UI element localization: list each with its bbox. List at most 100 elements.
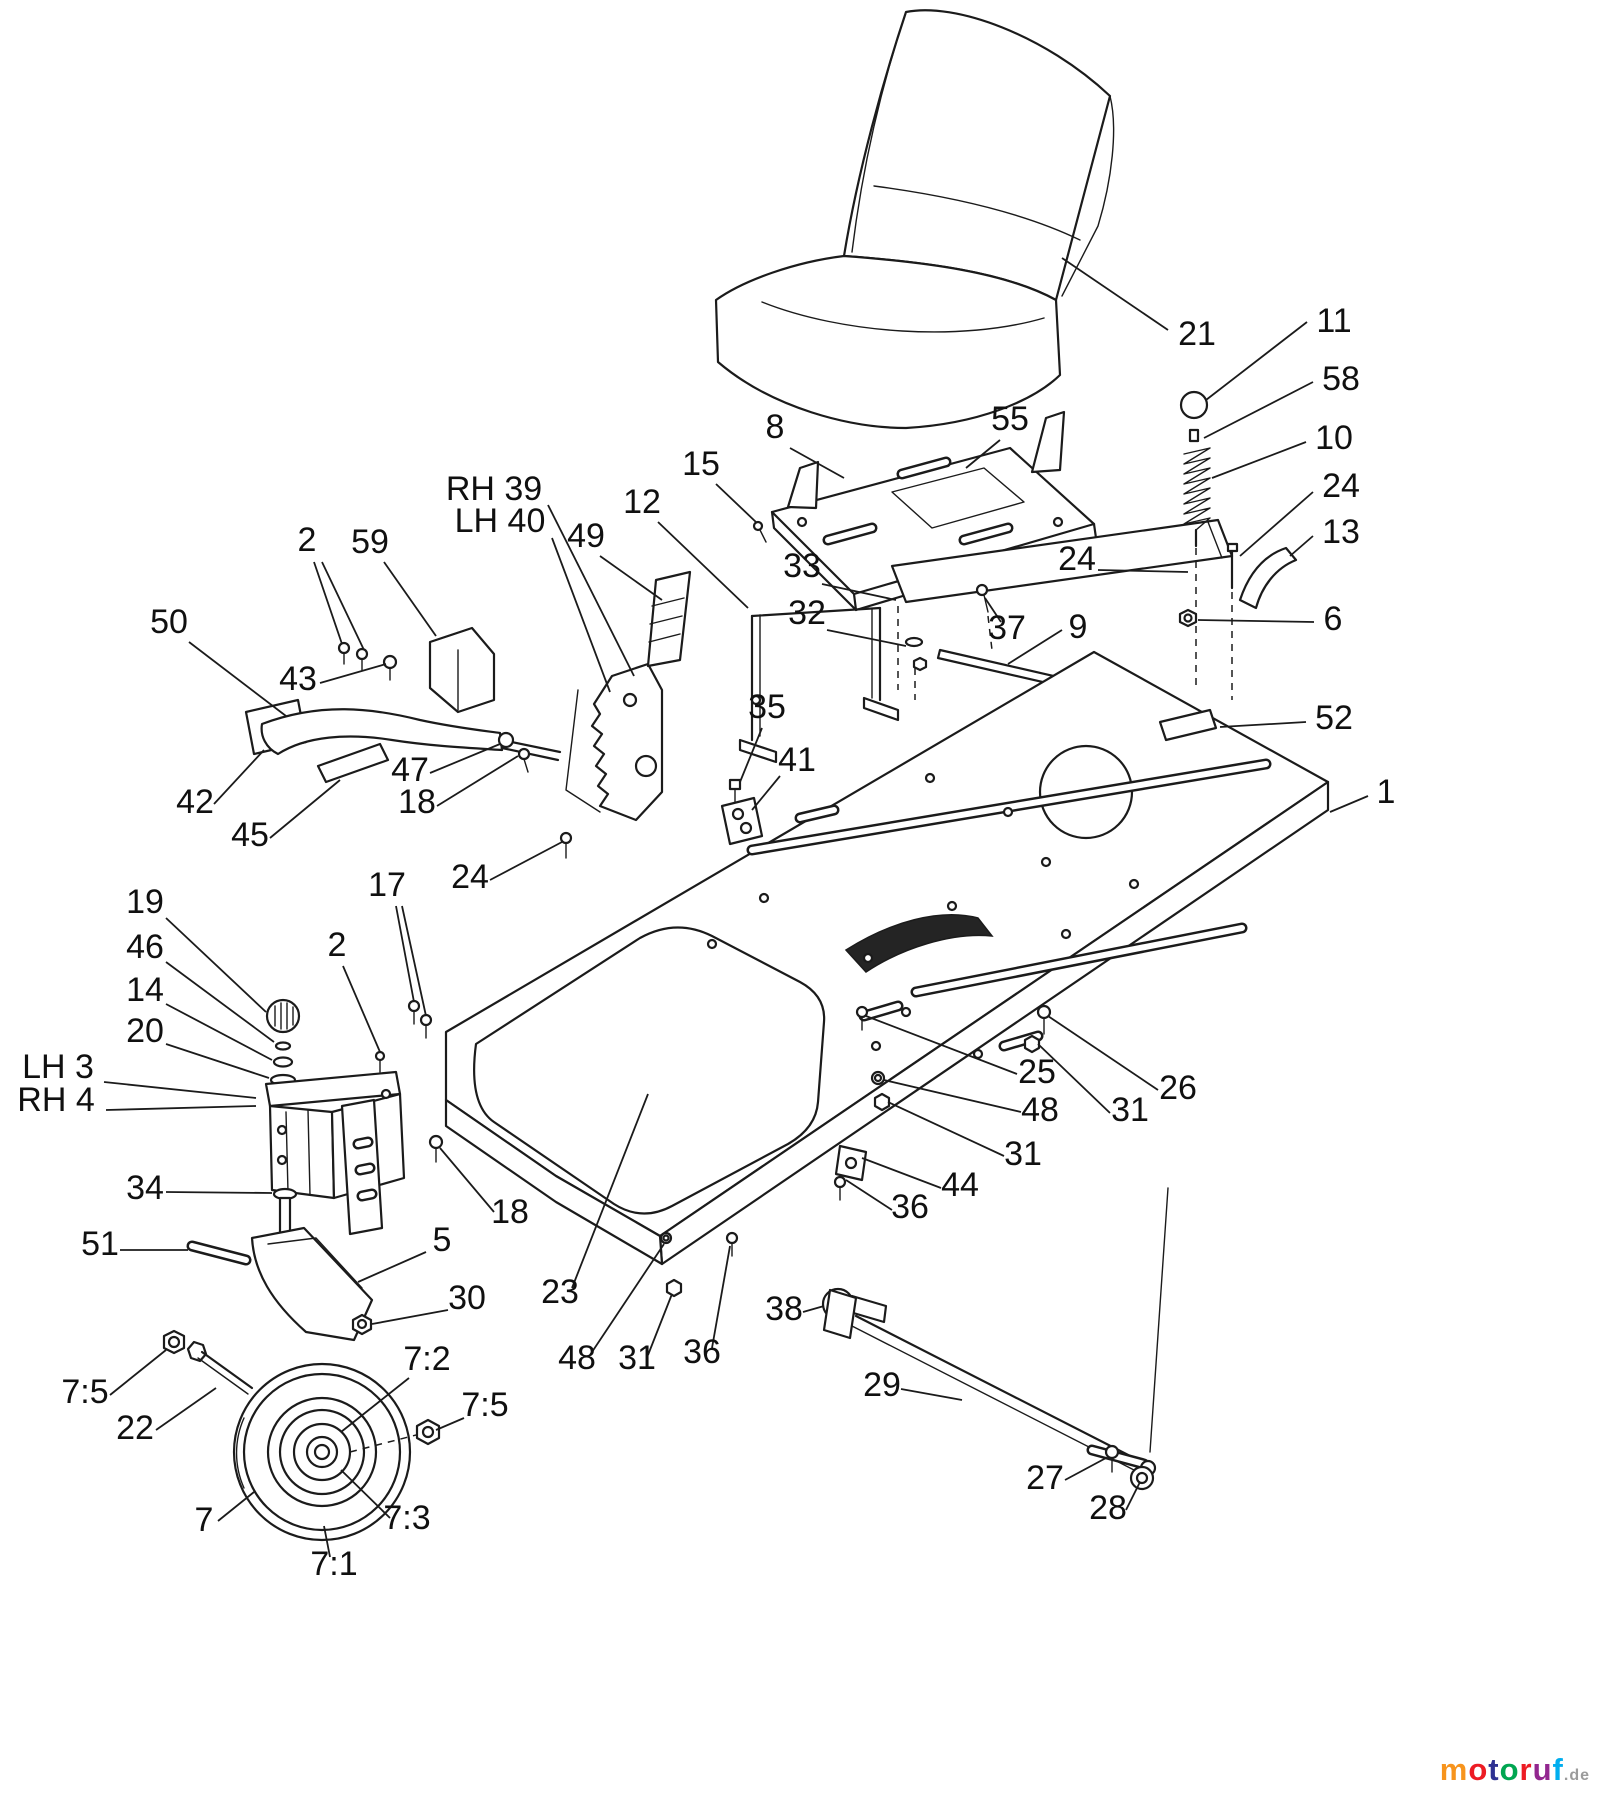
part-number-label: LH 3 [22, 1048, 94, 1086]
nut-7-5-right [415, 1418, 441, 1446]
watermark-letter: o [1499, 1752, 1520, 1787]
part-number-label: 17 [368, 866, 406, 904]
part-number-label: 12 [623, 483, 661, 521]
axle-bolt-22 [186, 1340, 254, 1395]
part-number-label: 32 [788, 594, 826, 632]
watermark-word: motoruf [1440, 1752, 1564, 1787]
screws-2-43 [337, 641, 398, 681]
part-number-label: 25 [1018, 1053, 1056, 1091]
screws-17 [407, 999, 433, 1039]
leader-line [323, 1525, 331, 1558]
leader-line [1061, 257, 1169, 331]
leader-line [357, 1251, 427, 1283]
leader-line [1064, 1457, 1107, 1481]
pad-45 [316, 742, 390, 784]
part-number-label: 30 [448, 1279, 486, 1317]
leader-line [429, 743, 501, 774]
part-number-label: 18 [398, 783, 436, 821]
part-number-label: 7:5 [461, 1386, 508, 1424]
leader-line [1125, 1481, 1141, 1511]
pedal-arm-50 [260, 708, 504, 756]
part-number-label: 18 [491, 1193, 529, 1231]
part-number-label: 31 [1111, 1091, 1149, 1129]
part-number-label: 7:5 [61, 1373, 108, 1411]
watermark: motoruf.de [1440, 1752, 1590, 1788]
part-number-label: 41 [778, 741, 816, 779]
leader-line [165, 1191, 273, 1194]
leader-line [571, 1093, 649, 1289]
leader-line [217, 1491, 255, 1522]
part-number-label: RH 39 [446, 470, 542, 508]
part-number-label: 31 [618, 1339, 656, 1377]
leader-line [103, 1081, 257, 1099]
center-shadow [844, 914, 994, 973]
part-number-label: 20 [126, 1012, 164, 1050]
rear-spring-group [1178, 390, 1298, 700]
leader-line [165, 1043, 270, 1079]
leader-line [984, 597, 1002, 623]
part-number-label: 55 [991, 400, 1029, 438]
leader-line [647, 1293, 673, 1356]
leader-line [739, 727, 763, 783]
part-number-label: 48 [1021, 1091, 1059, 1129]
leader-line [188, 641, 287, 717]
leader-line [439, 1147, 495, 1213]
washer-46 [274, 1041, 292, 1051]
bolt-6 [1178, 608, 1198, 628]
leader-line [342, 965, 381, 1053]
flange-nut-28 [1129, 1465, 1155, 1491]
bolt-26 [1036, 1004, 1052, 1035]
leader-line [845, 1179, 893, 1211]
leader-line [599, 555, 663, 601]
part-number-label: 37 [988, 609, 1026, 647]
part-number-label: 15 [682, 445, 720, 483]
part-number-label: 36 [891, 1188, 929, 1226]
leader-line [865, 1015, 1018, 1075]
leader-line [1203, 381, 1314, 439]
leader-line [551, 537, 611, 693]
part-number-label: 31 [1004, 1135, 1042, 1173]
part-number-label: 1 [1377, 773, 1396, 811]
part-number-label: 48 [558, 1339, 596, 1377]
bolt-25 [855, 1005, 869, 1031]
caster-fork-5 [250, 1226, 374, 1342]
part-number-label: 58 [1322, 360, 1360, 398]
bolt-37 [975, 583, 993, 651]
leader-line [887, 1101, 1005, 1157]
part-number-label: 36 [683, 1333, 721, 1371]
leader-line [1219, 721, 1307, 728]
leader-line [1037, 1043, 1111, 1114]
watermark-letter: u [1532, 1752, 1553, 1787]
part-number-label: 33 [783, 547, 821, 585]
leader-line [319, 663, 387, 684]
bracket-59 [428, 626, 496, 714]
nut-31-front [665, 1278, 683, 1298]
part-number-label: 26 [1159, 1069, 1197, 1107]
part-number-label: 14 [126, 971, 164, 1009]
leader-line [1329, 795, 1369, 813]
bolt-18-lower [428, 1134, 444, 1163]
part-number-label: 24 [1058, 540, 1096, 578]
part-number-label: LH 40 [455, 502, 546, 540]
leader-line [1205, 321, 1308, 401]
sector-plates-39-40 [559, 570, 692, 859]
bolt-36-right [833, 1175, 847, 1201]
leader-line [802, 1305, 825, 1313]
leader-line [900, 1388, 963, 1401]
leader-line [165, 961, 275, 1043]
nut-31-mid [873, 1092, 891, 1112]
nut-30 [351, 1313, 373, 1336]
watermark-letter: t [1488, 1752, 1500, 1787]
leader-line [821, 583, 897, 601]
part-number-label: 27 [1026, 1459, 1064, 1497]
leader-line [213, 749, 265, 805]
bolt-36-front [725, 1231, 739, 1257]
bolt-24-lower [559, 831, 573, 859]
leader-line [826, 629, 907, 647]
leader-line [711, 1245, 731, 1349]
leader-line [340, 1469, 391, 1519]
leader-line [965, 439, 1001, 469]
part-number-label: 21 [1178, 315, 1216, 353]
